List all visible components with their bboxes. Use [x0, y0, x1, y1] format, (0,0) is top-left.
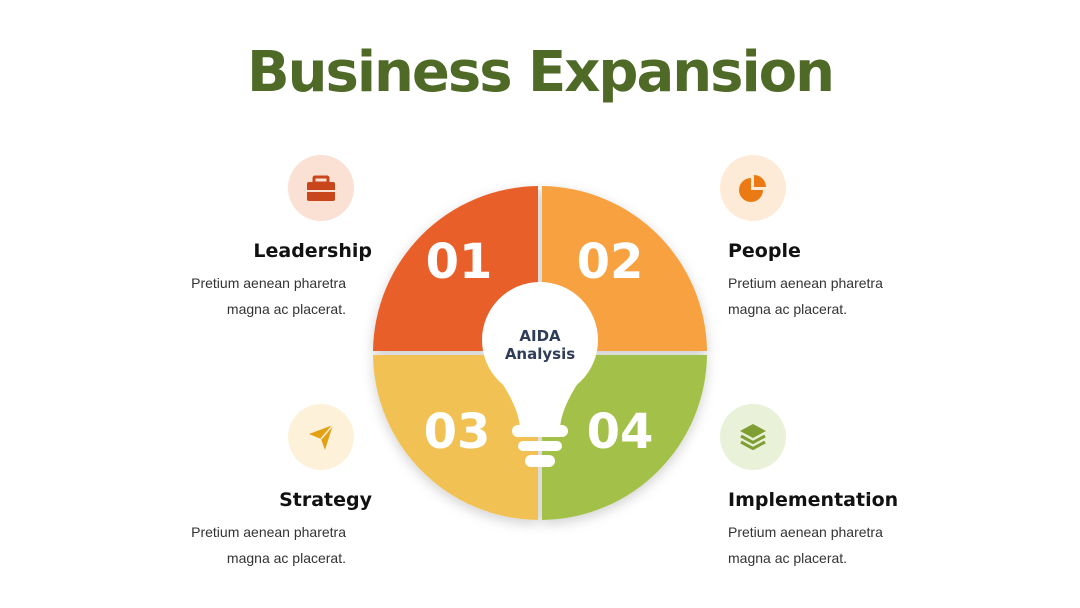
leadership-description: Pretium aenean pharetra magna ac placera…	[191, 275, 346, 317]
segment-04	[542, 355, 707, 520]
people-icon-circle	[720, 155, 786, 221]
aida-ring-diagram: AIDA Analysis 01 02 03 04	[373, 186, 707, 520]
segment-number-02: 02	[577, 234, 644, 290]
strategy-description: Pretium aenean pharetra magna ac placera…	[191, 524, 346, 566]
lightbulb-icon	[482, 282, 598, 467]
page-title: Business Expansion	[246, 40, 835, 105]
pie-chart-icon	[739, 175, 766, 202]
briefcase-icon	[307, 175, 335, 201]
segment-03	[373, 355, 538, 520]
center-label-line2: Analysis	[505, 345, 575, 363]
send-arrow-icon	[309, 424, 334, 450]
segment-number-03: 03	[424, 404, 491, 460]
strategy-heading: Strategy	[279, 489, 372, 511]
leadership-heading: Leadership	[253, 240, 372, 262]
people-description: Pretium aenean pharetra magna ac placera…	[728, 275, 883, 317]
layers-icon	[740, 424, 766, 450]
segment-number-04: 04	[587, 404, 654, 460]
strategy-icon-circle	[288, 404, 354, 470]
segment-number-01: 01	[426, 234, 493, 290]
leadership-icon-circle	[288, 155, 354, 221]
center-label-line1: AIDA	[519, 327, 561, 345]
implementation-icon-circle	[720, 404, 786, 470]
implementation-heading: Implementation	[728, 489, 899, 511]
implementation-description: Pretium aenean pharetra magna ac placera…	[728, 524, 883, 566]
people-heading: People	[728, 240, 801, 262]
